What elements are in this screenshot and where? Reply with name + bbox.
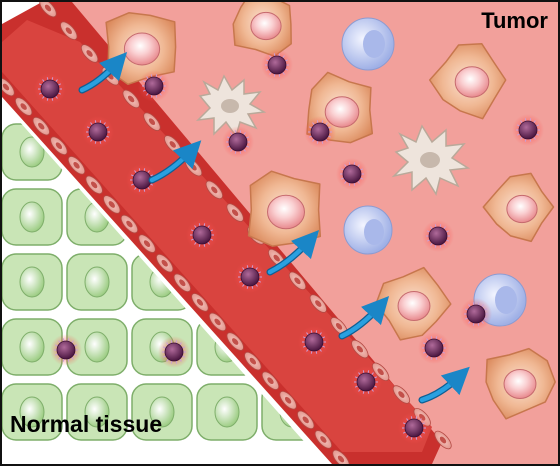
extravasation-arrows bbox=[78, 51, 470, 404]
nanoparticle-icon bbox=[158, 336, 190, 368]
nanoparticle-icon bbox=[418, 332, 450, 364]
nanoparticle-icon bbox=[82, 116, 114, 148]
normal-cell bbox=[66, 383, 128, 441]
endothelial-cell bbox=[314, 430, 333, 449]
normal-cell bbox=[196, 383, 258, 441]
normal-cell bbox=[66, 188, 128, 246]
normal-cell bbox=[66, 318, 128, 376]
extravasation-arrow-icon bbox=[148, 140, 202, 184]
immune-cell bbox=[341, 17, 395, 71]
endothelial-cell bbox=[39, 2, 57, 18]
endothelial-cell bbox=[191, 293, 209, 312]
nanoparticles bbox=[34, 49, 544, 444]
endothelial-cell bbox=[279, 391, 297, 410]
normal-cell bbox=[2, 253, 63, 311]
endothelial-cell bbox=[14, 97, 33, 116]
endothelial-cell bbox=[309, 294, 327, 313]
endothelial-cell bbox=[434, 430, 452, 450]
endothelial-cell bbox=[332, 449, 350, 464]
normal-cell bbox=[2, 188, 63, 246]
endothelial-cell bbox=[120, 214, 139, 234]
nanoparticle-icon bbox=[304, 116, 336, 148]
endothelial-cell bbox=[32, 116, 50, 136]
endothelial-cell bbox=[297, 410, 315, 430]
endothelial-cell bbox=[143, 112, 161, 131]
nanoparticle-icon bbox=[138, 70, 170, 102]
tumor-label: Tumor bbox=[481, 8, 548, 33]
endothelial-cell bbox=[205, 180, 223, 200]
endothelial-cell bbox=[392, 385, 411, 404]
endothelial-cell bbox=[138, 234, 156, 253]
endothelial-cell bbox=[60, 21, 78, 40]
tumor-cell bbox=[247, 170, 322, 247]
nanoparticle-icon bbox=[50, 334, 82, 366]
nanoparticle-icon bbox=[336, 158, 368, 190]
endothelial-cell bbox=[2, 77, 15, 97]
nanoparticle-icon bbox=[222, 126, 254, 158]
tumor-cells bbox=[105, 2, 556, 420]
endothelial-cell bbox=[67, 156, 86, 175]
nanoparticle-icon bbox=[398, 412, 430, 444]
tumor-cell bbox=[105, 12, 177, 86]
endothelial-cell bbox=[122, 89, 140, 109]
normal-cell bbox=[2, 383, 63, 441]
extravasation-arrow-icon bbox=[338, 295, 390, 340]
extravasation-arrow-icon bbox=[78, 51, 128, 94]
endothelial-cell bbox=[226, 332, 244, 351]
nanoparticle-icon bbox=[34, 73, 66, 105]
nanoparticle-icon bbox=[460, 298, 492, 330]
nanoparticle-icon bbox=[186, 219, 218, 251]
tumor-cell bbox=[232, 2, 292, 57]
immune-cell bbox=[343, 205, 393, 255]
normal-cell bbox=[66, 253, 128, 311]
normal-tissue-label: Normal tissue bbox=[10, 411, 163, 437]
extravasation-arrow-icon bbox=[266, 230, 320, 276]
endothelial-cell bbox=[208, 312, 227, 332]
endothelial-cell bbox=[80, 44, 99, 63]
endothelial-cell bbox=[351, 339, 369, 359]
nanoparticle-icon bbox=[512, 114, 544, 146]
normal-cell bbox=[131, 383, 193, 441]
endothelial-cell bbox=[288, 271, 307, 291]
endothelial-cell bbox=[85, 175, 103, 195]
tumor-cell bbox=[482, 172, 555, 243]
dendritic-cell bbox=[391, 124, 471, 196]
endothelial-cell bbox=[173, 273, 191, 293]
endothelial-cell bbox=[226, 203, 244, 222]
endothelial-cell bbox=[103, 195, 121, 214]
nanoparticle-icon bbox=[234, 261, 266, 293]
nanoparticle-icon bbox=[422, 220, 454, 252]
dendritic-cell bbox=[195, 74, 267, 138]
tumor-cell bbox=[428, 43, 507, 120]
endothelial-cell bbox=[244, 351, 262, 371]
endothelial-cell bbox=[50, 136, 68, 155]
nanoparticle-icon bbox=[350, 366, 382, 398]
nanoparticle-icon bbox=[298, 326, 330, 358]
normal-cell bbox=[2, 318, 63, 376]
extravasation-arrow-icon bbox=[418, 366, 470, 404]
nanoparticle-icon bbox=[261, 49, 293, 81]
tumor-cell bbox=[485, 347, 556, 420]
endothelial-cell bbox=[261, 371, 280, 390]
endothelial-cell bbox=[156, 253, 174, 273]
